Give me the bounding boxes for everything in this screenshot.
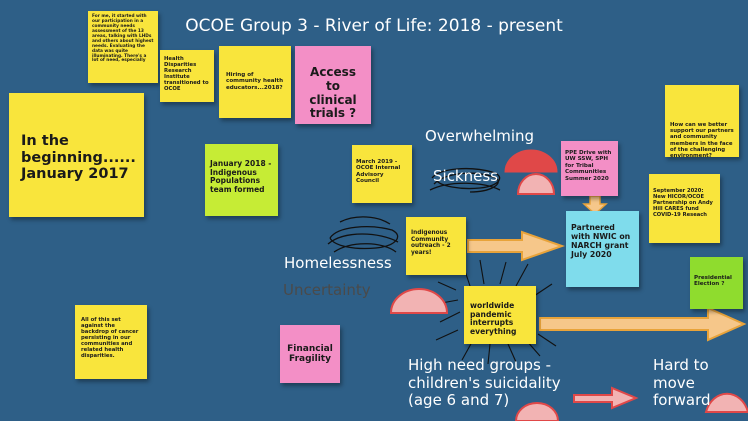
note-hiring: Hiring of community health educators...2… <box>219 46 291 118</box>
label-uncertainty: Uncertainty <box>283 281 371 299</box>
note-election-text: Presidential Election ? <box>694 275 732 288</box>
pink-semicircle-bottom <box>514 402 560 421</box>
note-jan2018-text: January 2018 - Indigenous Populations te… <box>210 159 272 194</box>
note-backdrop-text: All of this set against the backdrop of … <box>81 317 139 360</box>
note-pandemic: worldwide pandemic interrupts everything <box>464 286 536 344</box>
note-support: How can we better support our partners a… <box>665 85 739 157</box>
note-hiring-text: Hiring of community health educators...2… <box>226 72 284 91</box>
note-hdri: Health Disparities Research Institute tr… <box>160 50 214 102</box>
label-high-need: High need groups - children's suicidalit… <box>408 356 561 410</box>
note-jan2018: January 2018 - Indigenous Populations te… <box>205 144 278 216</box>
note-march2019: March 2019 - OCOE Internal Advisory Coun… <box>352 145 412 203</box>
note-ppe: PPE Drive with UW SSW, SPH for Tribal Co… <box>561 141 618 196</box>
note-beginning: In the beginning...... January 2017 <box>9 93 144 217</box>
red-semicircle-hard <box>704 392 748 413</box>
note-sept2020-text: September 2020: New HICOR/OCOE Partnersh… <box>653 188 713 218</box>
note-support-text: How can we better support our partners a… <box>670 122 734 157</box>
sunburst-lines <box>435 259 557 365</box>
arrow-ppe-to-partnered <box>582 195 608 216</box>
note-pandemic-text: worldwide pandemic interrupts everything <box>470 301 517 337</box>
note-financial: Financial Fragility <box>280 325 340 383</box>
label-sickness: Sickness <box>433 167 498 185</box>
label-overwhelming: Overwhelming <box>425 127 535 145</box>
label-hard-to-move-forward: Hard to move forward <box>653 356 711 410</box>
note-indigenous: Indigenous Community outreach - 2 years! <box>406 217 466 275</box>
note-beginning-text: In the beginning...... January 2017 <box>21 133 136 183</box>
note-financial-text: Financial Fragility <box>287 344 333 365</box>
arrow-pandemic-forward <box>539 306 747 342</box>
note-access-text: Access to clinical trials ? <box>309 65 357 121</box>
note-backdrop: All of this set against the backdrop of … <box>75 305 147 379</box>
scribble-homelessness <box>327 216 399 253</box>
note-access: Access to clinical trials ? <box>295 46 371 124</box>
note-started-text: For me, it started with our participatio… <box>92 14 154 64</box>
board-title: OCOE Group 3 - River of Life: 2018 - pre… <box>185 16 563 36</box>
note-partnered-text: Partnered with NWIC on NARCH grant July … <box>571 223 631 259</box>
label-homelessness: Homelessness <box>284 254 392 272</box>
note-indigenous-text: Indigenous Community outreach - 2 years! <box>411 230 451 256</box>
note-election: Presidential Election ? <box>690 257 743 309</box>
red-semicircle-sickness <box>504 149 558 173</box>
arrow-indigenous-to-partnered <box>467 230 566 262</box>
note-sept2020: September 2020: New HICOR/OCOE Partnersh… <box>649 174 720 243</box>
note-partnered: Partnered with NWIC on NARCH grant July … <box>566 211 639 287</box>
pink-semicircle-sickness <box>516 173 556 195</box>
red-semicircle-homelessness <box>389 288 449 314</box>
arrow-high-need <box>573 386 639 410</box>
note-started: For me, it started with our participatio… <box>88 11 158 83</box>
note-ppe-text: PPE Drive with UW SSW, SPH for Tribal Co… <box>565 150 612 182</box>
scribble-sickness <box>429 168 501 193</box>
note-hdri-text: Health Disparities Research Institute tr… <box>164 56 209 93</box>
note-march2019-text: March 2019 - OCOE Internal Advisory Coun… <box>356 159 401 185</box>
